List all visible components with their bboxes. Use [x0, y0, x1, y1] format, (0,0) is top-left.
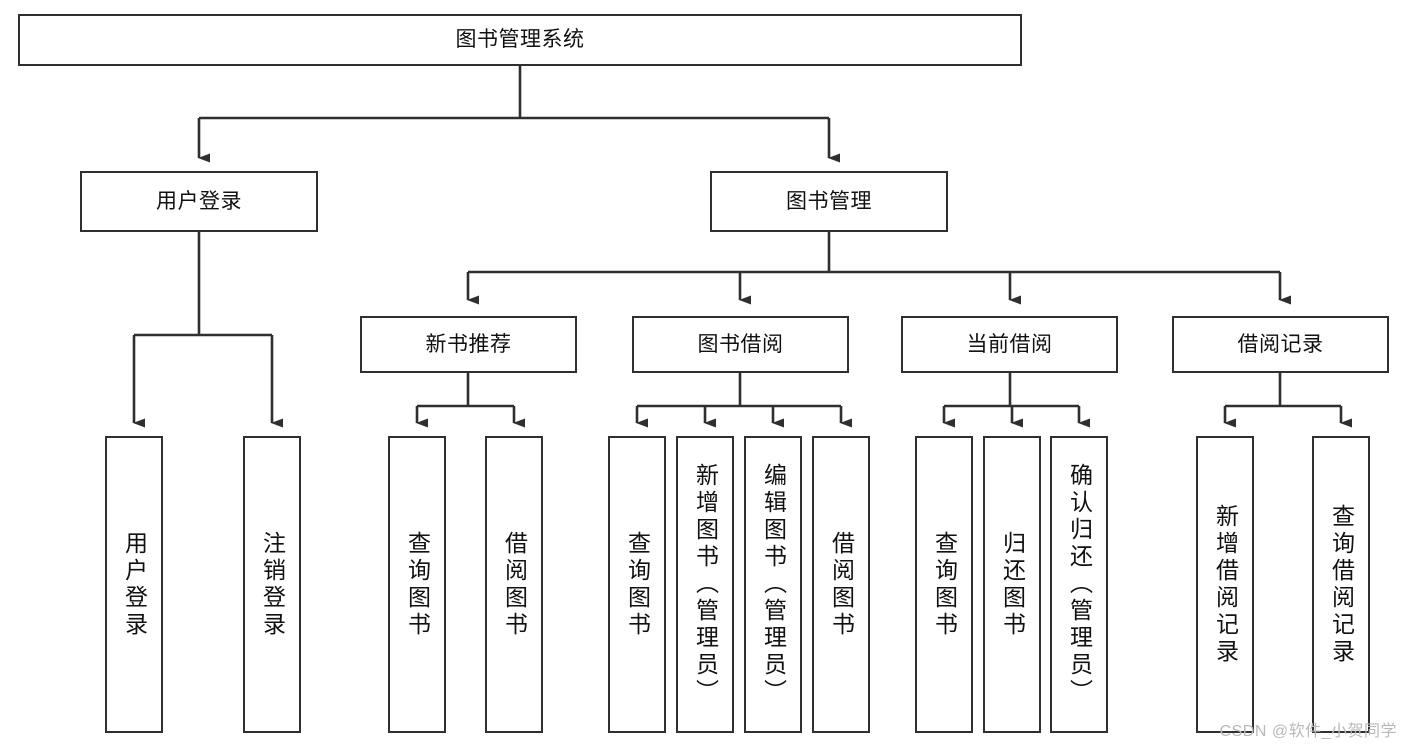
node-label: 借阅图书	[828, 530, 855, 639]
node-label: 新书推荐	[425, 332, 512, 356]
leaf-query-borrow-record[interactable]: 查询借阅记录	[1312, 436, 1370, 733]
edges-bookmanage-to-level3	[466, 232, 1291, 305]
edges-borrowrecord-to-leaves	[1223, 373, 1352, 428]
edges-bookborrow-to-leaves	[635, 373, 852, 428]
node-book-borrow[interactable]: 图书借阅	[632, 316, 849, 373]
node-label: 借阅图书	[501, 530, 528, 639]
leaf-add-book-admin[interactable]: 新增图书（管理员）	[676, 436, 734, 733]
node-user-login[interactable]: 用户登录	[80, 171, 318, 232]
leaf-logout-login[interactable]: 注销登录	[243, 436, 301, 733]
node-label: 图书管理系统	[455, 28, 585, 52]
node-label: 用户登录	[156, 189, 242, 213]
leaf-edit-book-admin[interactable]: 编辑图书（管理员）	[744, 436, 802, 733]
edges-newbook-to-leaves	[415, 373, 525, 428]
node-root-book-management-system[interactable]: 图书管理系统	[18, 14, 1022, 66]
node-label: 图书管理	[786, 189, 872, 213]
node-label: 新增图书（管理员）	[692, 463, 719, 706]
edges-currentborrow-to-leaves	[942, 373, 1090, 428]
node-label: 新增借阅记录	[1212, 503, 1239, 666]
edges-root-to-level2	[197, 66, 840, 163]
node-label: 查询图书	[624, 530, 651, 639]
leaf-borrow-book-new-recommend[interactable]: 借阅图书	[485, 436, 543, 733]
node-label: 当前借阅	[966, 332, 1053, 356]
leaf-add-borrow-record[interactable]: 新增借阅记录	[1196, 436, 1254, 733]
node-label: 查询借阅记录	[1328, 503, 1355, 666]
node-current-borrow[interactable]: 当前借阅	[901, 316, 1118, 373]
leaf-query-book-borrow[interactable]: 查询图书	[608, 436, 666, 733]
node-book-manage[interactable]: 图书管理	[710, 171, 948, 232]
node-label: 图书借阅	[697, 332, 784, 356]
leaf-query-book-current[interactable]: 查询图书	[915, 436, 973, 733]
leaf-user-login[interactable]: 用户登录	[105, 436, 163, 733]
node-label: 用户登录	[121, 530, 148, 639]
node-new-book-recommend[interactable]: 新书推荐	[360, 316, 577, 373]
node-label: 查询图书	[404, 530, 431, 639]
leaf-confirm-return-admin[interactable]: 确认归还（管理员）	[1050, 436, 1108, 733]
node-label: 注销登录	[259, 530, 286, 639]
node-label: 借阅记录	[1237, 332, 1324, 356]
node-borrow-record[interactable]: 借阅记录	[1172, 316, 1389, 373]
node-label: 编辑图书（管理员）	[760, 463, 787, 706]
node-label: 确认归还（管理员）	[1066, 463, 1093, 706]
node-label: 查询图书	[931, 530, 958, 639]
edges-userlogin-to-leaves	[132, 232, 283, 428]
leaf-borrow-book-borrow[interactable]: 借阅图书	[812, 436, 870, 733]
watermark-text: CSDN @软件_小贺同学	[1219, 723, 1397, 740]
node-label: 归还图书	[999, 530, 1026, 639]
leaf-query-book-new-recommend[interactable]: 查询图书	[388, 436, 446, 733]
leaf-return-book[interactable]: 归还图书	[983, 436, 1041, 733]
